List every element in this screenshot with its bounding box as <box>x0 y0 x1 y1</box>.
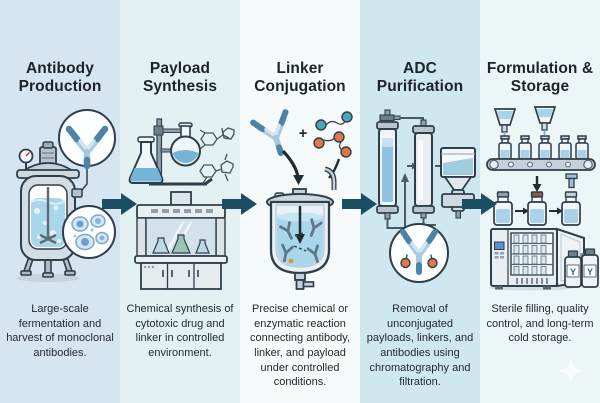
flow-arrow-icon <box>342 193 377 215</box>
filling-hopper-icon <box>493 106 557 136</box>
bioreactor-illustration <box>1 104 119 294</box>
flow-arrow-icon <box>222 193 257 215</box>
stage-description: Precise chemical or enzymatic reaction c… <box>249 303 351 389</box>
stage-title: Payload Synthesis <box>142 60 218 96</box>
stage-antibody-production: Antibody Production <box>0 0 120 403</box>
chromatography-column-right <box>412 119 435 219</box>
chemical-structure-icon <box>199 127 235 184</box>
synthesis-lab-icon <box>128 118 235 290</box>
erlenmeyer-flask-icon <box>128 136 164 184</box>
conveyor-vials <box>498 135 589 160</box>
purification-illustration <box>361 104 479 294</box>
stopper-icon <box>565 173 578 189</box>
vial-label: Y <box>587 267 593 277</box>
purification-icon <box>376 109 476 283</box>
stage-title: Linker Conjugation <box>254 60 346 96</box>
fridge-display <box>494 241 505 250</box>
stage-title: Antibody Production <box>18 60 102 96</box>
stage-payload-synthesis: Payload Synthesis <box>120 0 240 403</box>
formulation-icon: Y Y <box>486 106 599 291</box>
curved-arrow <box>281 149 300 178</box>
payload-linker-icon <box>313 111 353 158</box>
vial-label: Y <box>570 267 576 277</box>
stage-title: ADC Purification <box>376 60 464 96</box>
mini-antibodies <box>279 218 323 264</box>
stage-formulation-storage: Formulation & Storage <box>480 0 600 403</box>
flow-arrow-icon <box>462 193 497 215</box>
qc-vials-row <box>493 191 581 226</box>
conveyor-belt-icon <box>486 158 596 171</box>
stage-description: Large-scale fermentation and harvest of … <box>6 303 114 359</box>
stage-linker-conjugation: Linker Conjugation + <box>240 0 360 403</box>
plus-sign: + <box>299 125 308 142</box>
conjugation-icon: + <box>250 109 353 290</box>
reaction-vessel-icon <box>266 166 337 290</box>
stage-adc-purification: ADC Purification <box>360 0 480 403</box>
formulation-illustration: Y Y <box>481 104 599 294</box>
stage-description: Sterile filling, quality control, and lo… <box>486 303 594 345</box>
storage-vial-icon: Y <box>564 250 582 288</box>
adc-antibody-icon <box>400 229 438 275</box>
stage-description: Chemical synthesis of cytotoxic drug and… <box>126 303 234 359</box>
antibody-icon <box>65 125 109 170</box>
storage-vial-icon: Y <box>581 248 599 288</box>
fridge-mini-vials <box>513 234 547 275</box>
synthesis-lab-illustration <box>121 104 239 294</box>
stage-description: Removal of unconjugated payloads, linker… <box>366 303 474 389</box>
sparkle-icon <box>558 358 584 384</box>
conjugation-illustration: + <box>241 104 359 294</box>
bioreactor-icon <box>16 109 116 282</box>
antibody-icon <box>250 109 289 157</box>
flow-arrow-icon <box>102 193 137 215</box>
fume-hood-icon <box>134 191 228 290</box>
stage-title: Formulation & Storage <box>486 60 594 96</box>
curved-arrow <box>328 158 341 179</box>
cells-icon <box>71 214 109 251</box>
round-flask-icon <box>170 122 201 167</box>
